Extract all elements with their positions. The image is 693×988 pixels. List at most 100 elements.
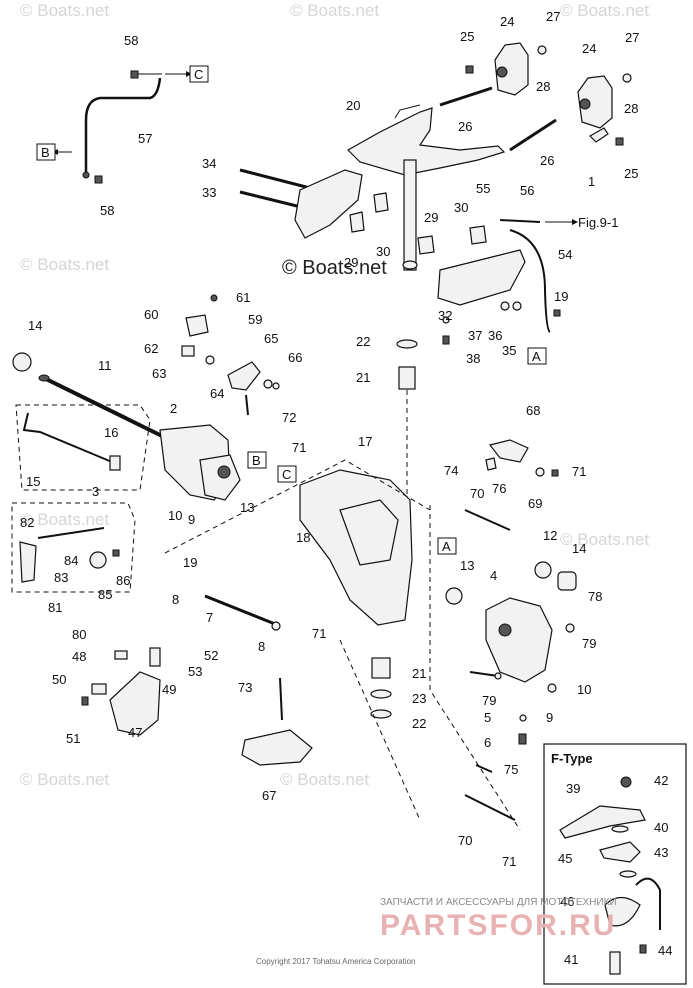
ref-label-c: C: [194, 67, 203, 82]
callout-72: 72: [282, 410, 296, 425]
callout-56: 56: [520, 183, 534, 198]
callout-48: 48: [72, 649, 86, 664]
callout-4: 4: [490, 568, 497, 583]
callout-70: 70: [470, 486, 484, 501]
callout-14: 14: [28, 318, 42, 333]
watermark: © Boats.net: [20, 770, 109, 789]
callout-3: 3: [92, 484, 99, 499]
callout-8: 8: [172, 592, 179, 607]
callout-34: 34: [202, 156, 216, 171]
callout-74: 74: [444, 463, 458, 478]
copyright-text: Copyright 2017 Tohatsu America Corporati…: [256, 957, 416, 966]
watermark: © Boats.net: [280, 770, 369, 789]
callout-7: 7: [206, 610, 213, 625]
callout-35: 35: [502, 343, 516, 358]
callout-17: 17: [358, 434, 372, 449]
callout-18: 18: [296, 530, 310, 545]
callout-50: 50: [52, 672, 66, 687]
callout-15: 15: [26, 474, 40, 489]
callout-73: 73: [238, 680, 252, 695]
callout-25: 25: [624, 166, 638, 181]
callout-43: 43: [654, 845, 668, 860]
tilt-arm-left: [239, 168, 389, 239]
callout-26: 26: [540, 153, 554, 168]
callout-22: 22: [356, 334, 370, 349]
callout-79: 79: [482, 693, 496, 708]
callout-58: 58: [124, 33, 138, 48]
callout-28: 28: [536, 79, 550, 94]
stern-bracket-left: [159, 424, 241, 501]
callout-27: 27: [625, 30, 639, 45]
callout-68: 68: [526, 403, 540, 418]
callout-33: 33: [202, 185, 216, 200]
callout-52: 52: [204, 648, 218, 663]
callout-1: 1: [588, 174, 595, 189]
callout-61: 61: [236, 290, 250, 305]
callout-71: 71: [502, 854, 516, 869]
tilt-pin-bracket: [81, 647, 161, 736]
callout-60: 60: [144, 307, 158, 322]
tilt-arm-right: [417, 219, 578, 345]
callout-29: 29: [424, 210, 438, 225]
callout-53: 53: [188, 664, 202, 679]
throttle-linkage: [181, 294, 280, 416]
watermark: © Boats.net: [20, 510, 109, 529]
mount-brackets: [439, 42, 632, 152]
ref-boxes: C B A B C A Fig.9-1: [36, 65, 618, 555]
callout-14: 14: [572, 541, 586, 556]
callout-83: 83: [54, 570, 68, 585]
ref-label-b: B: [252, 453, 261, 468]
callout-66: 66: [288, 350, 302, 365]
guide-lines: [339, 505, 521, 831]
watermarks: © Boats.net © Boats.net © Boats.net © Bo…: [20, 1, 649, 789]
callout-9: 9: [546, 710, 553, 725]
tilt-shaft: [204, 594, 281, 631]
ref-label-c: C: [282, 467, 291, 482]
brand-logo-text: PARTSFOR.RU: [380, 909, 616, 942]
tilt-tube: [12, 352, 163, 438]
callout-71: 71: [292, 440, 306, 455]
callout-12: 12: [543, 528, 557, 543]
callout-6: 6: [484, 735, 491, 750]
callout-67: 67: [262, 788, 276, 803]
callout-28: 28: [624, 101, 638, 116]
callout-32: 32: [438, 308, 452, 323]
ref-label-b: B: [41, 145, 50, 160]
callout-19: 19: [183, 555, 197, 570]
callout-51: 51: [66, 731, 80, 746]
callout-36: 36: [488, 328, 502, 343]
callout-45: 45: [558, 851, 572, 866]
lower-bushings: [370, 657, 392, 719]
throttle-cable: [52, 70, 192, 184]
inset-title: F-Type: [551, 751, 593, 766]
bushings: [396, 339, 418, 495]
callout-27: 27: [546, 9, 560, 24]
callout-25: 25: [460, 29, 474, 44]
callout-86: 86: [116, 573, 130, 588]
callout-76: 76: [492, 481, 506, 496]
callout-47: 47: [128, 725, 142, 740]
callout-71: 71: [572, 464, 586, 479]
callout-57: 57: [138, 131, 152, 146]
clamp-bracket: [164, 459, 431, 626]
ref-label-a: A: [532, 349, 541, 364]
steering-arm: [347, 104, 506, 271]
watermark: © Boats.net: [20, 1, 109, 20]
callout-70: 70: [458, 833, 472, 848]
callout-85: 85: [98, 587, 112, 602]
fig-reference: Fig.9-1: [578, 215, 618, 230]
callout-24: 24: [582, 41, 596, 56]
callout-16: 16: [104, 425, 118, 440]
callout-65: 65: [264, 331, 278, 346]
ref-label-a: A: [442, 539, 451, 554]
callout-23: 23: [412, 691, 426, 706]
callout-49: 49: [162, 682, 176, 697]
callout-26: 26: [458, 119, 472, 134]
callout-40: 40: [654, 820, 668, 835]
callout-10: 10: [168, 508, 182, 523]
callout-22: 22: [412, 716, 426, 731]
watermark-center: © Boats.net: [282, 257, 387, 279]
callout-37: 37: [468, 328, 482, 343]
callout-44: 44: [658, 943, 672, 958]
